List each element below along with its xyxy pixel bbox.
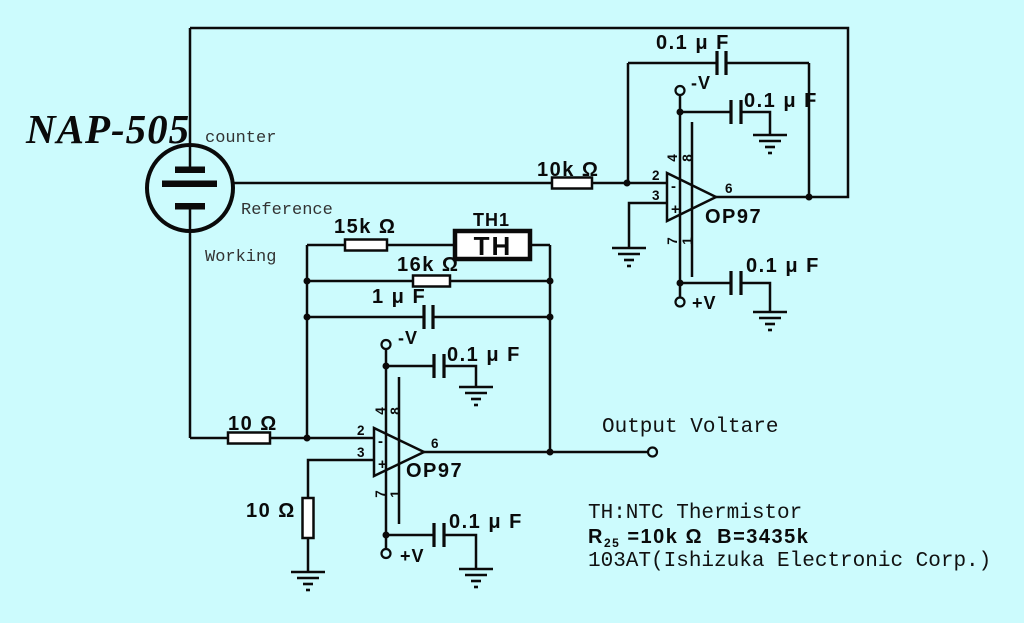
sensor-body-circle: [145, 143, 235, 233]
footer-strip: [0, 623, 1024, 634]
meas-pin6-label: 6: [431, 436, 439, 451]
ref-pin6-label: 6: [725, 181, 733, 196]
ref-neg-bypass-wire: [680, 110, 772, 135]
meas-pin1-label: 1: [388, 490, 403, 498]
working-input-wire: [188, 209, 374, 440]
measuring-opamp: - + OP97 2 3 6 4 8 7 1 10 Ω 10 Ω -V 0.1 …: [226, 328, 778, 566]
ref-noninverting-mark: +: [671, 201, 680, 218]
thermistor-box: [452, 228, 533, 262]
meas-pin3-label: 3: [357, 445, 365, 460]
meas-chip-label: OP97: [406, 460, 463, 482]
thermistor-mark: TH: [474, 231, 513, 261]
ref-pin8-label: 8: [680, 154, 695, 162]
ref-pin1-label: 1: [680, 237, 695, 245]
ref-neg-supply-label: -V: [691, 73, 711, 93]
note-thermistor-type: TH:NTC Thermistor: [588, 502, 802, 525]
working-electrode-bar: [175, 203, 205, 210]
ref-opamp-triangle: [665, 170, 719, 224]
ground-meas-noninv-resistor: [291, 570, 325, 592]
feedback-resistor-15k: [343, 238, 389, 252]
output-terminal: [646, 446, 659, 458]
ref-noninv-ground-wire: [627, 201, 667, 248]
feedback-resistor-16k-label: 16k Ω: [397, 254, 459, 276]
note-thermistor-part: 103AT(Ishizuka Electronic Corp.): [588, 550, 991, 573]
notes-block: TH:NTC Thermistor R25 =10k Ω B=3435k 103…: [588, 502, 991, 573]
feedback-resistor-15k-label: 15k Ω: [334, 216, 396, 238]
ref-pin4-label: 4: [665, 154, 680, 162]
meas-ground-resistor-label: 10 Ω: [246, 500, 296, 522]
ref-pin3-label: 3: [652, 188, 660, 203]
ground-meas-pos-bypass: [459, 567, 493, 589]
reference-electrode-bar: [162, 180, 217, 187]
ref-pin2-label: 2: [652, 168, 660, 183]
ref-neg-bypass-capacitor: [729, 100, 743, 124]
counter-feedback-loop-wire: [190, 26, 850, 199]
meas-noninv-ground-wire: [306, 458, 374, 572]
gas-sensor-symbol: NAP-505 counter Reference Working: [25, 106, 333, 267]
feedback-resistor-16k: [411, 274, 452, 288]
meas-pin8-label: 8: [388, 407, 403, 415]
ground-meas-neg-bypass: [459, 385, 493, 407]
ref-neg-supply-terminal: [674, 84, 686, 97]
meas-neg-bypass-capacitor: [432, 354, 446, 378]
counter-electrode-bar: [175, 166, 205, 173]
meas-opamp-triangle: [372, 426, 427, 478]
meas-pos-supply-terminal: [380, 547, 392, 560]
ref-feedback-capacitor: [715, 51, 728, 75]
ground-ref-pos-bypass: [753, 310, 787, 332]
note-thermistor-spec: R25 =10k Ω B=3435k: [588, 526, 809, 550]
ground-ref-noninv: [612, 246, 646, 268]
ref-feedback-cap-wire: [626, 61, 811, 197]
ref-input-resistor-label: 10k Ω: [537, 159, 599, 181]
meas-noninverting-mark: +: [378, 456, 387, 473]
ref-supply-rail-wires: [678, 95, 694, 283]
reference-opamp: - + OP97 2 3 6 4 8 7 1 10k Ω 0.1 μ F -V …: [537, 32, 820, 313]
meas-pin7-label: 7: [373, 490, 388, 498]
ground-ref-neg-bypass: [753, 133, 787, 155]
meas-neg-bypass-wire: [386, 364, 478, 387]
meas-pin2-label: 2: [357, 423, 365, 438]
junction-dots: [303, 108, 813, 539]
ref-neg-bypass-cap-label: 0.1 μ F: [744, 90, 818, 112]
thermistor-ref-label: TH1: [473, 210, 510, 230]
feedback-cap-1uf-label: 1 μ F: [372, 286, 426, 308]
sensor-model-label: NAP-505: [25, 106, 190, 152]
working-electrode-label: Working: [205, 248, 276, 267]
reference-electrode-label: Reference: [241, 201, 333, 220]
ref-feedback-cap-label: 0.1 μ F: [656, 32, 730, 54]
meas-pos-supply-label: +V: [400, 546, 425, 566]
ref-input-resistor: [550, 176, 594, 190]
wires: [188, 26, 850, 572]
meas-ground-resistor: [301, 496, 315, 540]
meas-neg-supply-label: -V: [398, 328, 418, 348]
ref-inverting-mark: -: [671, 178, 676, 195]
counter-electrode-label: counter: [205, 129, 276, 148]
ref-pos-bypass-cap-label: 0.1 μ F: [746, 255, 820, 277]
ref-pos-bypass-capacitor: [729, 271, 743, 295]
ref-pos-supply-label: +V: [692, 293, 717, 313]
thermistor-feedback-network: 15k Ω TH TH1 16k Ω 1 μ F: [334, 210, 533, 329]
meas-pos-bypass-cap-label: 0.1 μ F: [449, 511, 523, 533]
meas-input-resistor-label: 10 Ω: [228, 413, 278, 435]
ref-chip-label: OP97: [705, 206, 762, 228]
ref-pin7-label: 7: [665, 237, 680, 245]
meas-neg-bypass-cap-label: 0.1 μ F: [447, 344, 521, 366]
meas-supply-rail-wires: [384, 349, 401, 535]
meas-pos-bypass-capacitor: [432, 523, 446, 547]
meas-pin4-label: 4: [373, 407, 388, 415]
meas-input-resistor: [226, 431, 272, 445]
meas-inverting-mark: -: [378, 433, 383, 450]
meas-neg-supply-terminal: [380, 338, 392, 351]
feedback-capacitor-1uf: [422, 305, 435, 329]
ground-symbols: [291, 133, 787, 592]
output-label: Output Voltare: [602, 416, 778, 439]
ref-pos-supply-terminal: [674, 296, 686, 308]
